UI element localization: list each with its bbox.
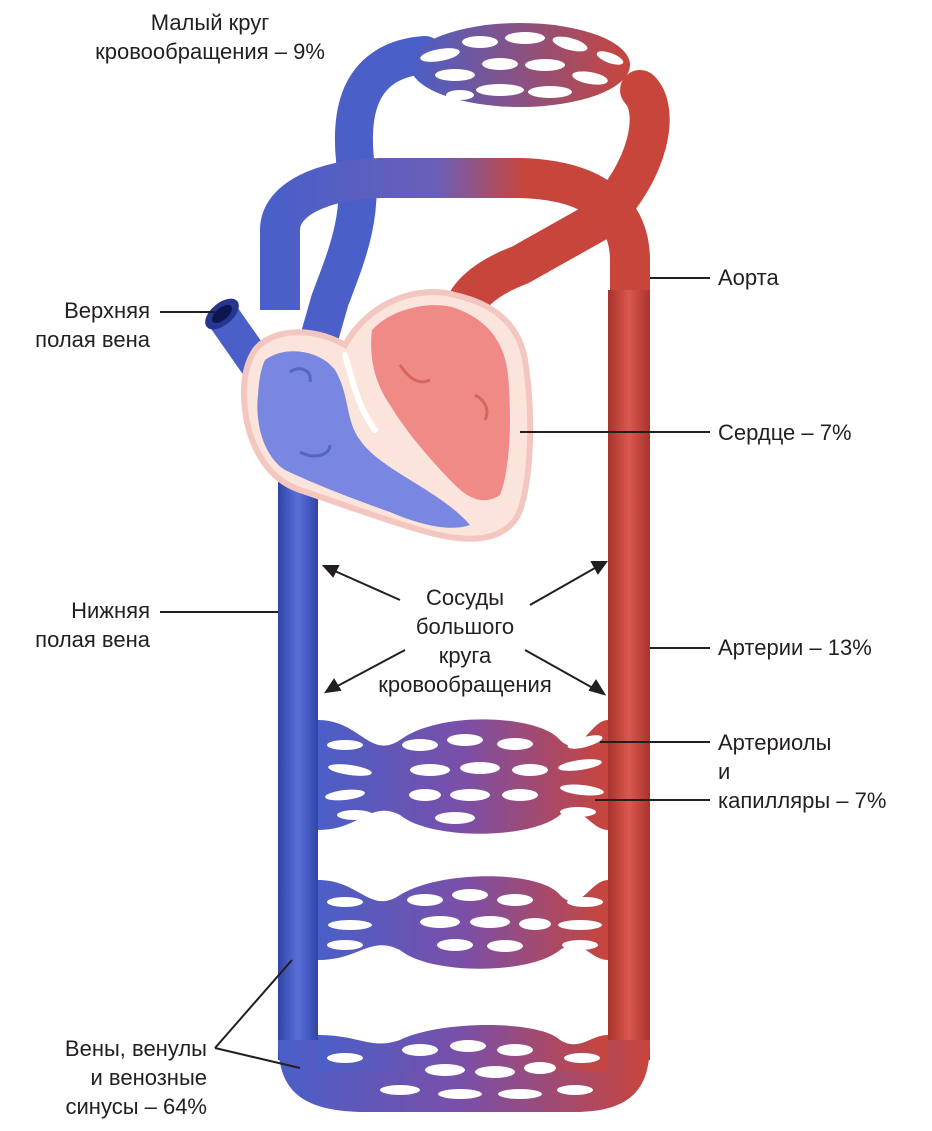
capillary-bed-2 (318, 876, 608, 969)
capillary-bed-1 (318, 719, 608, 833)
label-arterioles-capillaries: Артериолы и капилляры – 7% (718, 728, 886, 815)
arteries-column (608, 290, 650, 1060)
label-arteries: Артерии – 13% (718, 633, 872, 662)
label-superior-vena-cava: Верхняя полая вена (0, 296, 150, 354)
label-heart: Сердце – 7% (718, 418, 852, 447)
label-aorta: Аорта (718, 263, 779, 292)
label-veins-venules-sinuses: Вены, венулы и венозные синусы – 64% (0, 1034, 207, 1121)
label-systemic-vessels: Сосуды большого круга кровообращения (330, 583, 600, 699)
label-pulmonary-circulation: Малый круг кровообращения – 9% (60, 8, 360, 66)
lung-capillary-bed (410, 23, 630, 107)
inferior-vena-cava (278, 440, 318, 1060)
label-inferior-vena-cava: Нижняя полая вена (0, 596, 150, 654)
